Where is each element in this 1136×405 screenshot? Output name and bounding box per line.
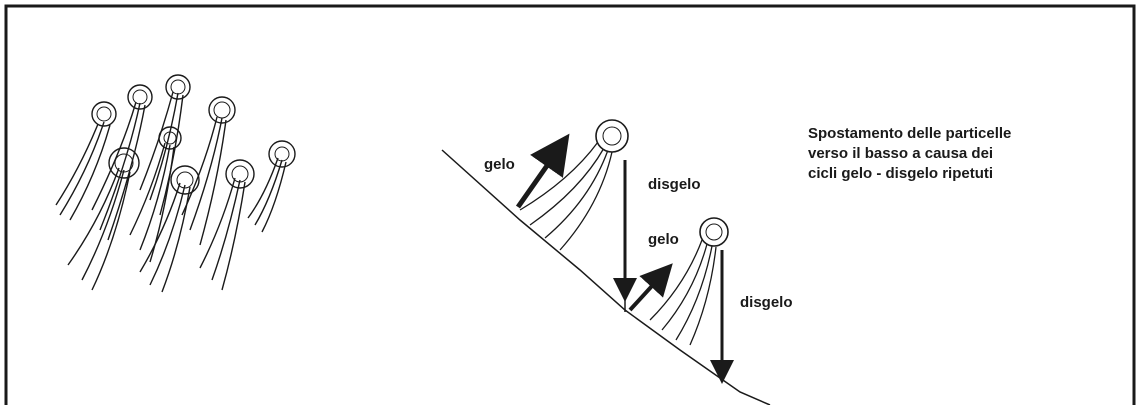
caption-line-3: cicli gelo - disgelo ripetuti <box>808 164 1108 184</box>
label-disgelo-2: disgelo <box>740 294 793 311</box>
label-gelo-2: gelo <box>648 231 679 248</box>
caption-line-1: Spostamento delle particelle <box>808 124 1108 144</box>
frame-border <box>6 6 1134 405</box>
caption-text: Spostamento delle particelle verso il ba… <box>808 124 1108 184</box>
caption-line-2: verso il basso a causa dei <box>808 144 1108 164</box>
label-gelo-1: gelo <box>484 156 515 173</box>
label-disgelo-1: disgelo <box>648 176 701 193</box>
needle-ice-cluster <box>56 75 295 292</box>
gelo-arrow-2 <box>630 275 662 310</box>
